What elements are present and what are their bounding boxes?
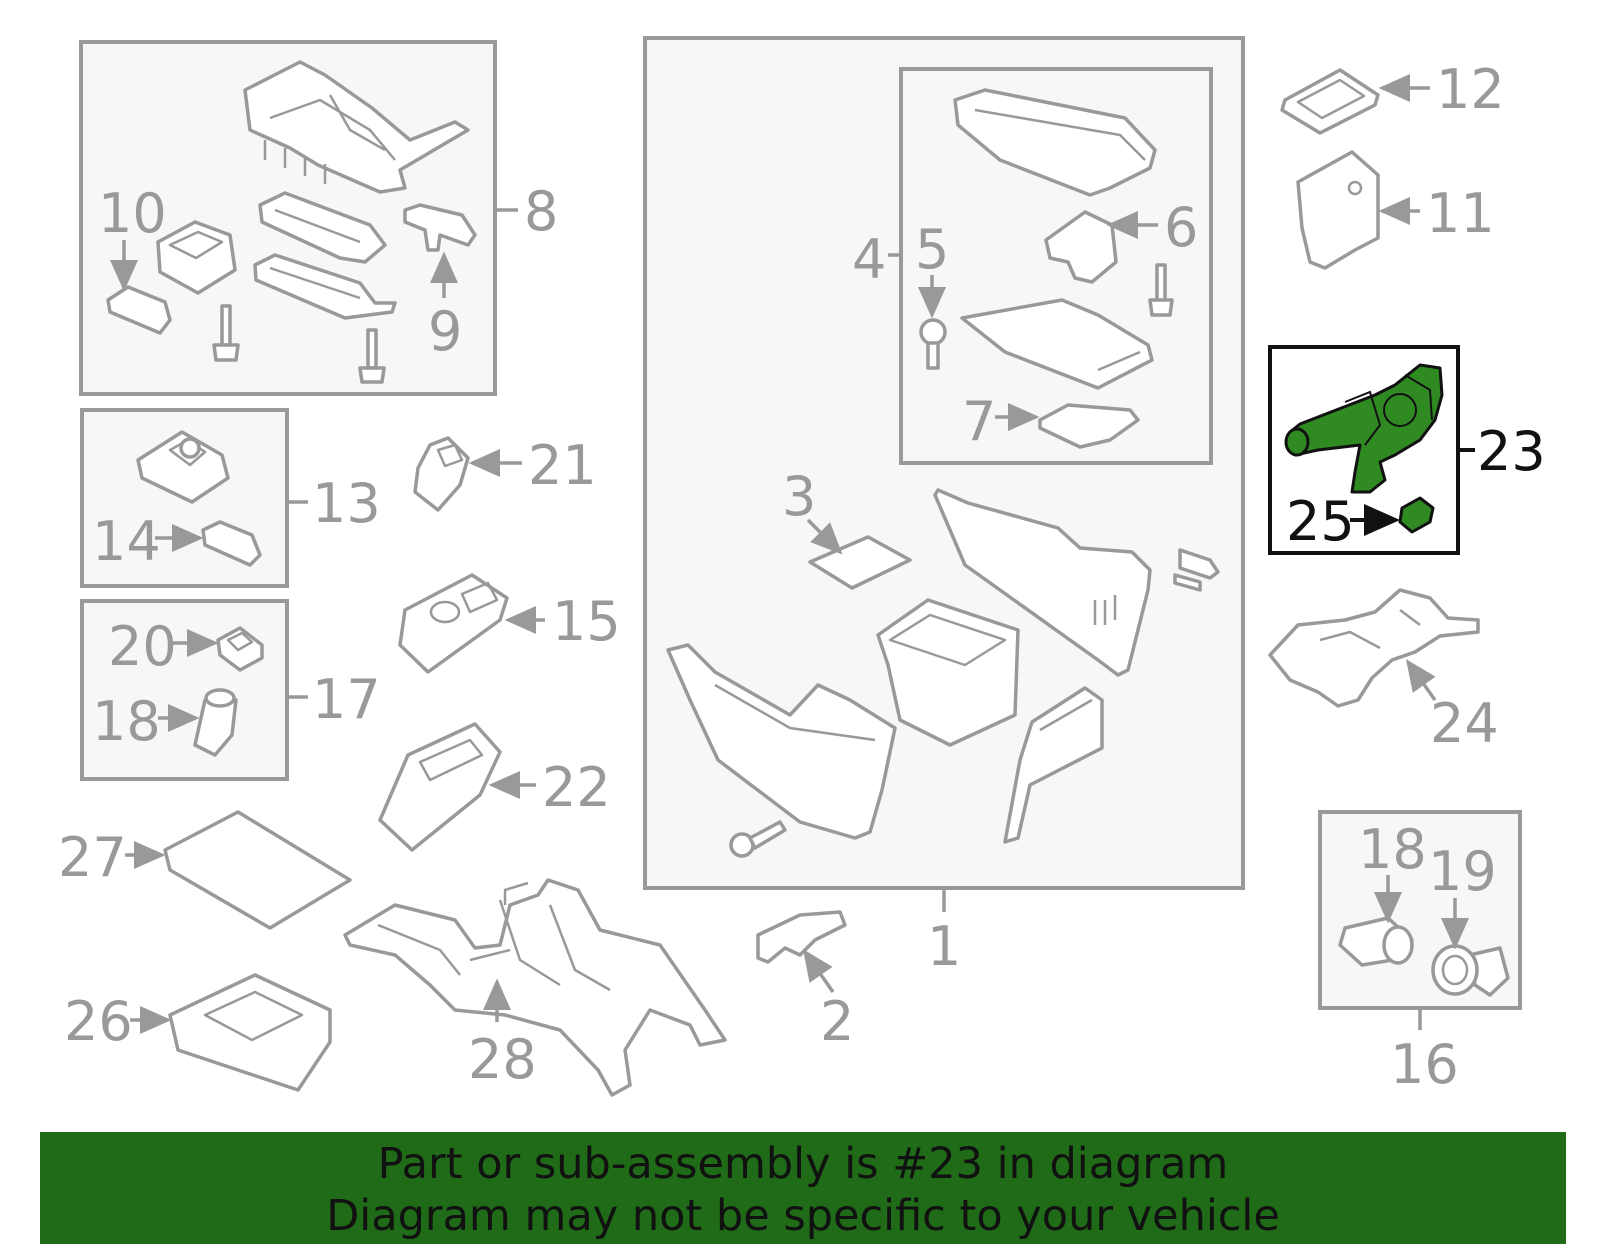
part-3-pad xyxy=(808,535,912,590)
callout-16: 16 xyxy=(1390,1033,1459,1096)
banner-line-1: Part or sub-assembly is #23 in diagram xyxy=(377,1139,1229,1189)
callout-20: 20 xyxy=(108,615,177,678)
part-27-mat xyxy=(163,810,352,930)
part-24-bracket xyxy=(1268,588,1480,708)
callout-22: 22 xyxy=(542,756,611,819)
callout-19: 19 xyxy=(1428,840,1497,903)
callout-10: 10 xyxy=(98,182,167,245)
callout-18a: 18 xyxy=(92,690,161,753)
part-1-storage-bin xyxy=(876,598,1020,747)
leader-2 xyxy=(802,949,835,994)
callout-8: 8 xyxy=(524,180,558,243)
part-19-socket-ring xyxy=(1431,944,1510,997)
callout-26: 26 xyxy=(64,990,133,1053)
callout-23[interactable]: 23 xyxy=(1477,420,1546,483)
part-1-screw-a xyxy=(1173,548,1220,592)
callout-6: 6 xyxy=(1164,196,1198,259)
part-1-screw-b xyxy=(729,820,787,858)
part-22-bin xyxy=(378,722,502,852)
part-26-module xyxy=(168,973,332,1092)
callout-17: 17 xyxy=(312,668,381,731)
part-21-switch xyxy=(413,436,470,512)
callout-27: 27 xyxy=(58,826,127,889)
part-25-switch xyxy=(1398,496,1435,534)
part-8-trim-upper xyxy=(258,191,387,264)
part-4-lid-base xyxy=(960,298,1154,390)
callout-21: 21 xyxy=(528,434,597,497)
part-8-screw-a xyxy=(212,304,240,362)
part-12-cover xyxy=(1280,68,1380,135)
part-8-trim-lower xyxy=(253,253,397,320)
leader-3 xyxy=(806,518,843,555)
part-13-shift-knob-base xyxy=(136,430,230,504)
callout-4: 4 xyxy=(852,228,886,291)
part-5-bumper xyxy=(919,318,947,370)
part-8-shifter-bezel xyxy=(243,60,470,194)
part-6-hinge xyxy=(1044,210,1118,284)
callout-12: 12 xyxy=(1436,58,1505,121)
part-4-screw xyxy=(1148,263,1174,317)
callout-5: 5 xyxy=(915,218,949,281)
part-11-panel xyxy=(1296,150,1380,270)
part-2-clip xyxy=(756,910,847,964)
banner-line-2: Diagram may not be specific to your vehi… xyxy=(326,1191,1280,1241)
info-banner: Part or sub-assembly is #23 in diagram D… xyxy=(40,1132,1566,1244)
leader-24 xyxy=(1405,659,1437,702)
part-15-switch-panel xyxy=(398,573,509,674)
part-1-side-panel-right xyxy=(933,488,1152,677)
callout-1: 1 xyxy=(927,915,961,978)
part-18-socket xyxy=(193,688,238,757)
callout-13: 13 xyxy=(312,472,381,535)
callout-18b: 18 xyxy=(1358,818,1427,881)
part-1-side-panel-left xyxy=(666,643,897,840)
callout-15: 15 xyxy=(552,590,621,653)
part-4-armrest-lid xyxy=(953,88,1157,197)
part-14-clip xyxy=(201,520,262,567)
part-9-bracket xyxy=(403,203,477,252)
part-8-screw-b xyxy=(358,328,386,384)
part-7-latch xyxy=(1038,403,1140,449)
callout-3: 3 xyxy=(782,465,816,528)
part-23-parking-brake-lever xyxy=(1284,363,1444,494)
callout-11: 11 xyxy=(1426,182,1495,245)
callout-14: 14 xyxy=(92,510,161,573)
part-20-cap xyxy=(216,626,264,672)
callout-2: 2 xyxy=(820,990,854,1053)
part-1-rear-trim xyxy=(1003,686,1104,844)
callout-7: 7 xyxy=(962,390,996,453)
callout-24: 24 xyxy=(1430,692,1499,755)
callout-9: 9 xyxy=(428,300,462,363)
group-box-17 xyxy=(80,599,289,781)
callout-28: 28 xyxy=(468,1028,537,1091)
part-10-pocket xyxy=(106,220,237,335)
part-28-bracket-frame xyxy=(343,878,727,1097)
callout-25[interactable]: 25 xyxy=(1286,490,1355,553)
part-18-lighter-element xyxy=(1338,916,1414,967)
